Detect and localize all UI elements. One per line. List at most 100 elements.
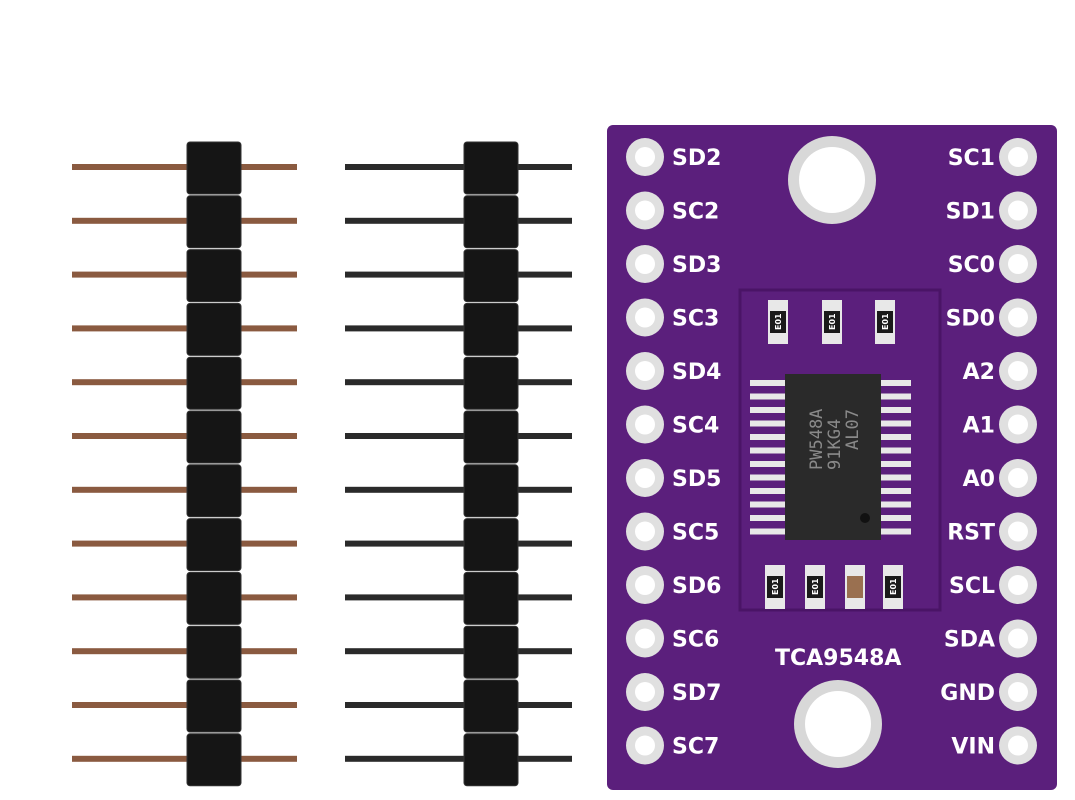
pin-label-a2: A2 <box>963 360 995 385</box>
pin-header <box>72 141 297 787</box>
header-pin <box>345 540 572 547</box>
pin-label-sc3: SC3 <box>672 307 719 332</box>
header-pin <box>72 755 297 762</box>
pin-label-sd7: SD7 <box>672 681 721 706</box>
pin-header <box>345 141 572 787</box>
header-pin <box>345 648 572 655</box>
ic-chip <box>750 374 911 540</box>
header-housing-segment <box>463 195 519 249</box>
header-housing-segment <box>186 625 242 679</box>
chip-leg <box>881 488 911 494</box>
header-housing-segment <box>463 518 519 572</box>
header-pin <box>345 271 572 278</box>
chip-leg <box>750 420 785 427</box>
chip-leg <box>881 420 911 427</box>
header-pin <box>345 325 572 332</box>
header-pin <box>345 164 572 170</box>
header-housing-segment <box>463 356 519 410</box>
chip-leg <box>881 528 911 535</box>
pin-label-sd2: SD2 <box>672 146 721 171</box>
pin-label-sc7: SC7 <box>672 735 719 760</box>
pin-label-sc6: SC6 <box>672 628 719 653</box>
pin-label-scl: SCL <box>949 574 995 599</box>
chip-leg <box>750 434 785 440</box>
chip-line-1: PW548A <box>807 409 827 470</box>
pin-label-sd6: SD6 <box>672 574 721 599</box>
header-pin <box>72 540 297 547</box>
pin-label-sc4: SC4 <box>672 414 719 439</box>
chip-leg <box>881 474 911 481</box>
header-housing-segment <box>186 571 242 625</box>
header-pin <box>72 271 297 278</box>
chip-leg <box>881 380 911 386</box>
header-housing-segment <box>186 195 242 249</box>
chip-line-2: 91KG4 <box>825 419 845 470</box>
resistor-marking: E01 <box>811 578 820 595</box>
resistor-marking: E01 <box>881 313 890 330</box>
pin-label-sda: SDA <box>944 628 995 653</box>
breakout-board: SD2SC2SD3SC3SD4SC4SD5SC5SD6SC6SD7SC7SC1S… <box>607 125 1057 790</box>
header-pin <box>345 379 572 386</box>
header-housing-segment <box>463 249 519 303</box>
pin-label-a0: A0 <box>963 467 995 492</box>
resistor-marking: E01 <box>771 578 780 595</box>
header-housing-segment <box>186 356 242 410</box>
pin-label-sd3: SD3 <box>672 253 721 278</box>
pin-label-sc2: SC2 <box>672 200 719 225</box>
pin-label-gnd: GND <box>940 681 995 706</box>
chip-leg <box>750 515 785 521</box>
header-housing-segment <box>463 625 519 679</box>
header-pin <box>72 486 297 493</box>
chip-leg <box>881 447 911 454</box>
header-pin <box>345 486 572 493</box>
chip-leg <box>881 461 911 467</box>
pin-label-sc0: SC0 <box>948 253 995 278</box>
header-housing-segment <box>186 733 242 787</box>
header-pin <box>72 594 297 601</box>
resistor-marking: E01 <box>889 578 898 595</box>
header-housing-segment <box>186 141 242 195</box>
pin-label-sd4: SD4 <box>672 360 721 385</box>
header-housing-segment <box>463 141 519 195</box>
pin-label-rst: RST <box>947 521 995 546</box>
header-housing-segment <box>186 249 242 303</box>
header-pin <box>345 217 572 224</box>
chip-leg <box>881 393 911 400</box>
chip-leg <box>750 447 785 454</box>
chip-leg <box>881 501 911 508</box>
chip-leg <box>881 434 911 440</box>
chip-leg <box>750 407 785 413</box>
pin-label-sc1: SC1 <box>948 146 995 171</box>
header-pin <box>345 755 572 762</box>
chip-leg <box>750 488 785 494</box>
header-pin <box>72 702 297 708</box>
header-pin <box>345 702 572 708</box>
header-housing-segment <box>186 410 242 464</box>
header-housing-segment <box>463 571 519 625</box>
chip-leg <box>881 407 911 413</box>
resistor-marking: E01 <box>774 313 783 330</box>
header-housing-segment <box>463 410 519 464</box>
header-pin <box>72 217 297 224</box>
chip-leg <box>750 528 785 535</box>
pin-headers <box>72 141 572 787</box>
header-pin <box>72 164 297 170</box>
header-housing-segment <box>463 464 519 518</box>
pin-label-a1: A1 <box>963 414 995 439</box>
header-housing-segment <box>186 302 242 356</box>
header-pin <box>345 594 572 601</box>
header-pin <box>72 379 297 386</box>
header-housing-segment <box>463 733 519 787</box>
pin-label-sd5: SD5 <box>672 467 721 492</box>
header-housing-segment <box>186 464 242 518</box>
resistor-marking: E01 <box>828 313 837 330</box>
chip-leg <box>750 501 785 508</box>
header-housing-segment <box>186 679 242 733</box>
header-pin <box>72 325 297 332</box>
header-housing-segment <box>186 518 242 572</box>
chip-leg <box>750 474 785 481</box>
chip-leg <box>881 515 911 521</box>
header-pin <box>345 433 572 439</box>
header-housing-segment <box>463 679 519 733</box>
